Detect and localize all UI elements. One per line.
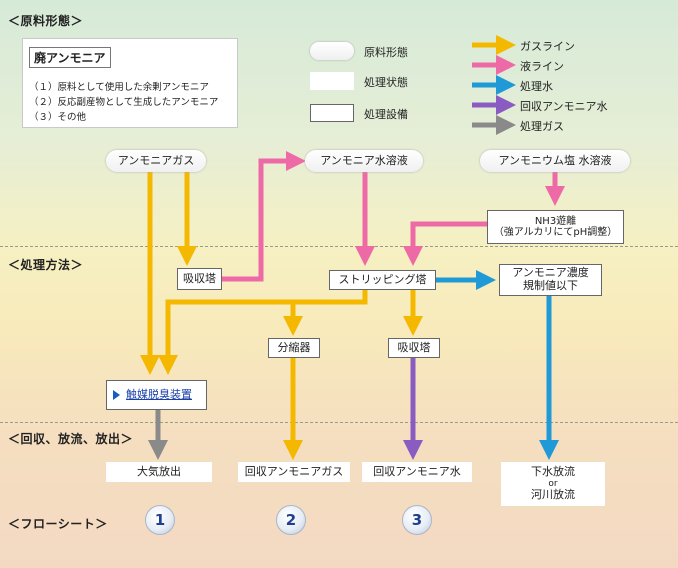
- node-stripping-tower: ストリッピング塔: [329, 270, 436, 290]
- node-ammonia-aqueous: アンモニア水溶液: [305, 150, 423, 172]
- legend-shape-label: 原料形態: [364, 46, 408, 59]
- catalytic-deodorizer-link[interactable]: 触媒脱臭装置: [126, 387, 192, 401]
- below-limit-label: アンモニア濃度: [512, 266, 589, 280]
- or-label: or: [548, 478, 558, 489]
- node-nh3-release: NH3遊離 （強アルカリにてpH調整）: [487, 210, 624, 244]
- absorber-to-aqueous: [222, 151, 306, 282]
- node-ammonia-gas: アンモニアガス: [106, 150, 206, 172]
- node-absorber-2: 吸収塔: [388, 338, 440, 358]
- section-treatment-method: ＜処理方法＞: [8, 258, 84, 272]
- legend-arrow-label: ガスライン: [520, 40, 575, 53]
- legend-title: 廃アンモニア: [29, 47, 111, 68]
- node-absorber-1: 吸収塔: [177, 268, 222, 290]
- flowsheet-button-2[interactable]: 2: [276, 505, 306, 535]
- nh3-release-sublabel: （強アルカリにてpH調整）: [493, 227, 618, 238]
- legend-box-shape: [310, 104, 354, 122]
- waste-ammonia-legend: 廃アンモニア （１）原料として使用した余剰アンモニア （２）反応副産物として生成…: [22, 38, 238, 128]
- legend-arrow-label: 回収アンモニア水: [520, 100, 608, 113]
- legend-arrow-label: 液ライン: [520, 60, 564, 73]
- flowsheet-button-1[interactable]: 1: [145, 505, 175, 535]
- node-recovered-ammonia-gas: 回収アンモニアガス: [238, 462, 350, 482]
- node-condenser: 分縮器: [268, 338, 320, 358]
- flowsheet-button-3[interactable]: 3: [402, 505, 432, 535]
- below-limit-sublabel: 規制値以下: [523, 279, 578, 292]
- legend-arrow-label: 処理水: [520, 80, 553, 93]
- legend-pill-shape: [310, 42, 354, 60]
- river-label: 河川放流: [531, 488, 575, 502]
- nh3-release-label: NH3遊離: [534, 215, 577, 227]
- section-recovery-discharge: ＜回収、放流、放出＞: [8, 432, 134, 446]
- node-atmospheric-release: 大気放出: [106, 462, 212, 482]
- node-catalytic-deodorizer[interactable]: 触媒脱臭装置: [106, 380, 207, 410]
- node-recovered-ammonia-water: 回収アンモニア水: [362, 462, 472, 482]
- stripping-to-catalyst: [158, 290, 368, 375]
- section-flowsheet: ＜フローシート＞: [8, 517, 108, 531]
- node-below-limit: アンモニア濃度 規制値以下: [499, 264, 602, 296]
- node-sewer-river-discharge: 下水放流 or 河川放流: [501, 462, 605, 506]
- legend-item: （２）反応副産物として生成したアンモニア: [29, 97, 219, 108]
- sewer-label: 下水放流: [531, 465, 575, 479]
- section-divider: [0, 422, 678, 423]
- section-divider: [0, 246, 678, 247]
- node-ammonium-salt-aqueous: アンモニウム塩 水溶液: [480, 150, 630, 172]
- nh3-release-to-stripping: [403, 221, 487, 266]
- legend-shape-label: 処理設備: [364, 108, 408, 121]
- legend-shape-label: 処理状態: [364, 76, 408, 89]
- section-raw-material: ＜原料形態＞: [8, 14, 84, 28]
- play-icon: [113, 390, 120, 400]
- legend-item: （３）その他: [29, 112, 87, 123]
- legend-plain-shape: [310, 72, 354, 90]
- legend-arrow-label: 処理ガス: [520, 120, 564, 133]
- legend-item: （１）原料として使用した余剰アンモニア: [29, 82, 209, 93]
